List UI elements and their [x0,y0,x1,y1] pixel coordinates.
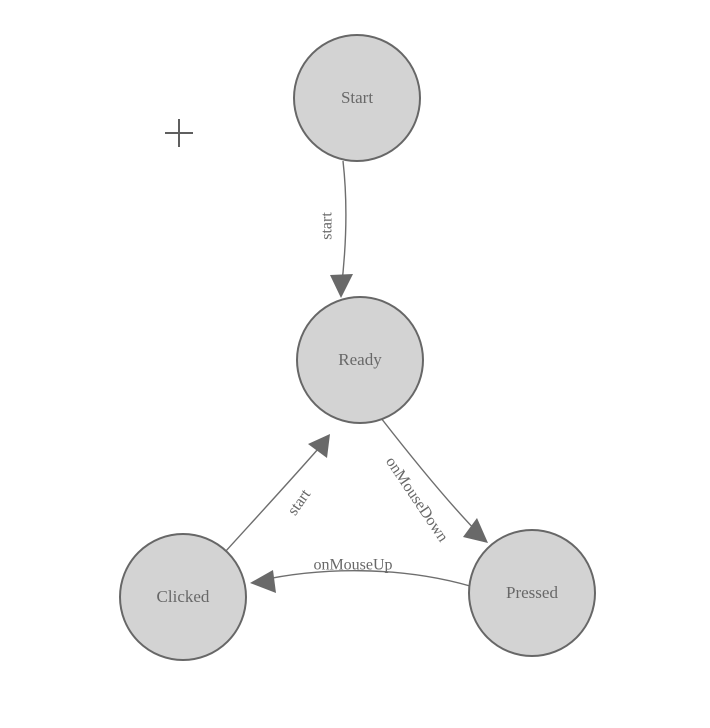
edge-label-start-to-ready: start [319,212,336,240]
arrowhead-icon [308,434,330,458]
arrowhead-icon [250,570,276,593]
node-circle[interactable] [296,296,424,424]
node-start[interactable]: Start [293,34,421,162]
crosshair-marker-icon [165,119,193,147]
edge-start-to-ready[interactable]: start [319,160,353,298]
node-pressed[interactable]: Pressed [468,529,596,657]
node-circle[interactable] [119,533,247,661]
edge-label-on-mouse-down: onMouseDown [382,454,451,545]
node-circle[interactable] [293,34,421,162]
node-circle[interactable] [468,529,596,657]
edge-clicked-to-ready[interactable]: start [224,434,330,553]
arrowhead-icon [463,518,488,543]
arrowhead-icon [330,274,353,298]
node-label-start: Start [341,88,373,107]
node-label-pressed: Pressed [506,583,558,602]
node-label-clicked: Clicked [157,587,210,606]
edge-line [340,160,347,292]
edge-ready-to-pressed[interactable]: onMouseDown [380,417,488,545]
edge-label-on-mouse-up: onMouseUp [313,557,392,574]
node-clicked[interactable]: Clicked [119,533,247,661]
edge-pressed-to-clicked[interactable]: onMouseUp [250,557,471,593]
edge-label-start-to-ready-return: start [284,486,314,519]
node-label-ready: Ready [338,350,382,369]
edge-line [257,570,471,587]
edge-line [224,440,326,553]
node-ready[interactable]: Ready [296,296,424,424]
